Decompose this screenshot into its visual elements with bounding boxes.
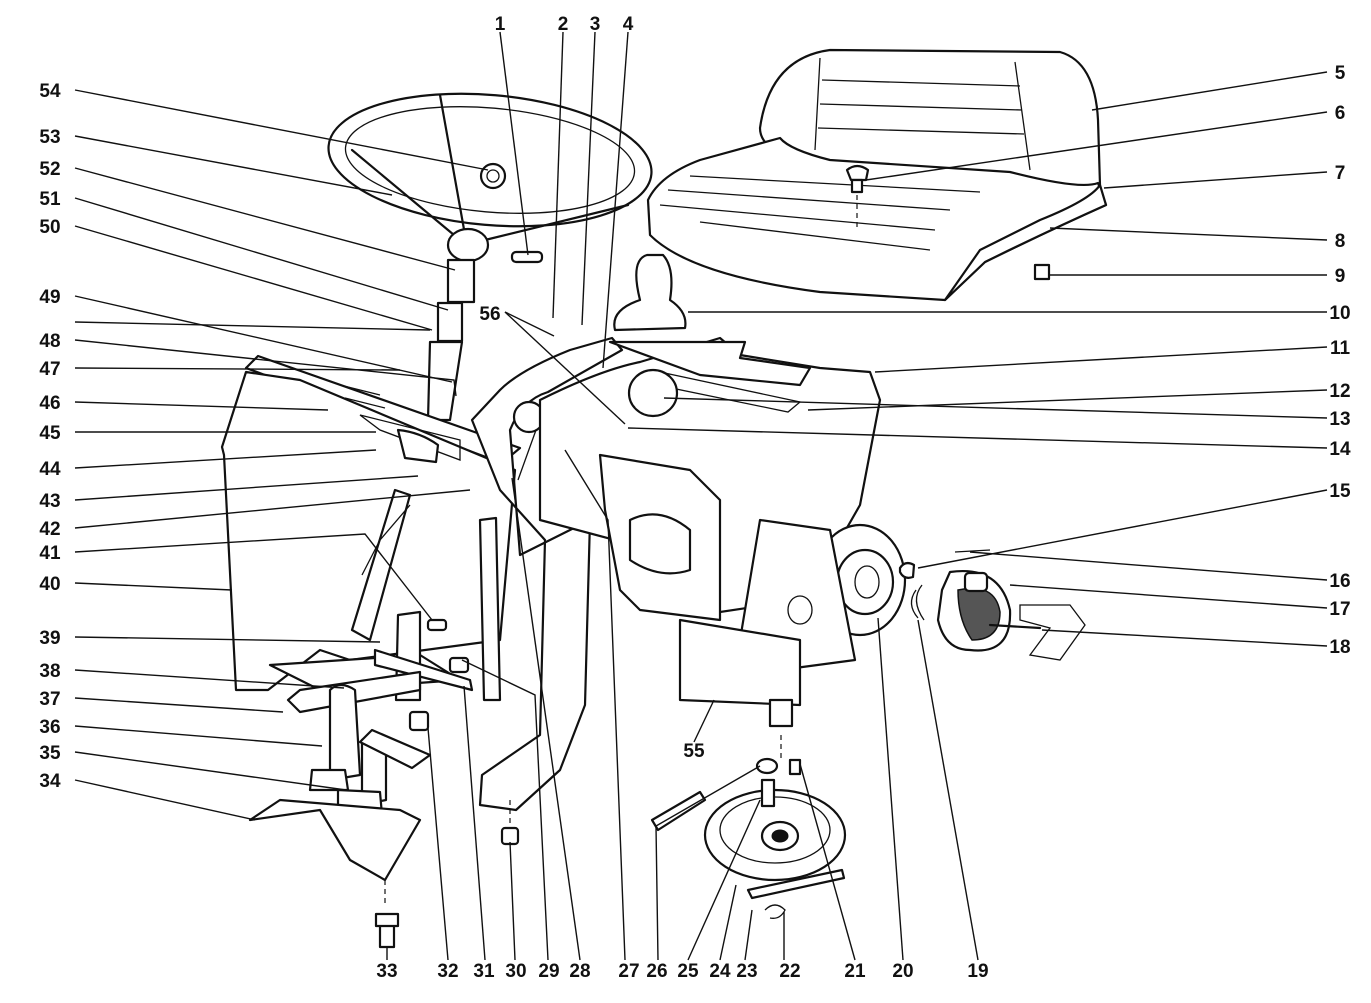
callout-13: 13 [1329,409,1350,430]
callout-18: 18 [1329,637,1350,658]
callout-43: 43 [39,491,60,512]
callout-16: 16 [1329,571,1350,592]
callout-17: 17 [1329,599,1350,620]
callout-19: 19 [967,961,988,982]
callout-5: 5 [1335,63,1346,84]
callout-55: 55 [683,741,705,762]
callout-37: 37 [39,689,60,710]
callout-36: 36 [39,717,60,738]
callout-42: 42 [39,519,60,540]
callout-30: 30 [505,961,526,982]
callout-34: 34 [39,771,61,792]
callout-11: 11 [1330,338,1351,359]
callout-23: 23 [736,961,757,982]
leader-lines [74,31,1328,961]
callout-53: 53 [39,127,60,148]
callout-9: 9 [1335,266,1346,287]
callout-24: 24 [709,961,731,982]
callout-32: 32 [437,961,458,982]
callout-56: 56 [479,304,500,325]
callout-52: 52 [39,159,60,180]
pulley-assembly [650,757,847,919]
callout-25: 25 [677,961,699,982]
callout-45: 45 [39,423,61,444]
callout-33: 33 [376,961,397,982]
callout-39: 39 [39,628,60,649]
callout-49: 49 [39,287,60,308]
callout-48: 48 [39,331,60,352]
callout-35: 35 [39,743,61,764]
callout-8: 8 [1335,231,1346,252]
callout-3: 3 [590,14,601,35]
transmission-housing [538,253,907,760]
callout-27: 27 [618,961,639,982]
dash-console [220,336,624,812]
callout-4: 4 [623,14,634,35]
callout-12: 12 [1329,381,1350,402]
callout-46: 46 [39,393,60,414]
parts-illustration [220,48,1108,949]
callout-7: 7 [1335,163,1346,184]
callout-47: 47 [39,359,60,380]
callout-50: 50 [39,217,60,238]
callout-28: 28 [569,961,590,982]
brake-assembly [898,549,1086,661]
callout-29: 29 [538,961,559,982]
callout-14: 14 [1329,439,1351,460]
callout-labels: 1 2 3 4 5 6 7 8 9 10 11 12 13 14 15 16 1… [39,14,1351,982]
callout-6: 6 [1335,103,1346,124]
callout-10: 10 [1329,303,1350,324]
callout-21: 21 [844,961,866,982]
pedal-assembly [248,488,520,949]
callout-15: 15 [1329,481,1351,502]
callout-44: 44 [39,459,61,480]
callout-1: 1 [495,14,506,35]
callout-51: 51 [39,189,61,210]
callout-2: 2 [558,14,569,35]
callout-40: 40 [39,574,60,595]
callout-31: 31 [473,961,495,982]
seat-assembly [646,48,1108,302]
callout-41: 41 [39,543,61,564]
steering-wheel-assembly [327,92,653,422]
callout-22: 22 [779,961,800,982]
callout-38: 38 [39,661,60,682]
callout-54: 54 [39,81,61,102]
callout-20: 20 [892,961,913,982]
callout-26: 26 [646,961,667,982]
